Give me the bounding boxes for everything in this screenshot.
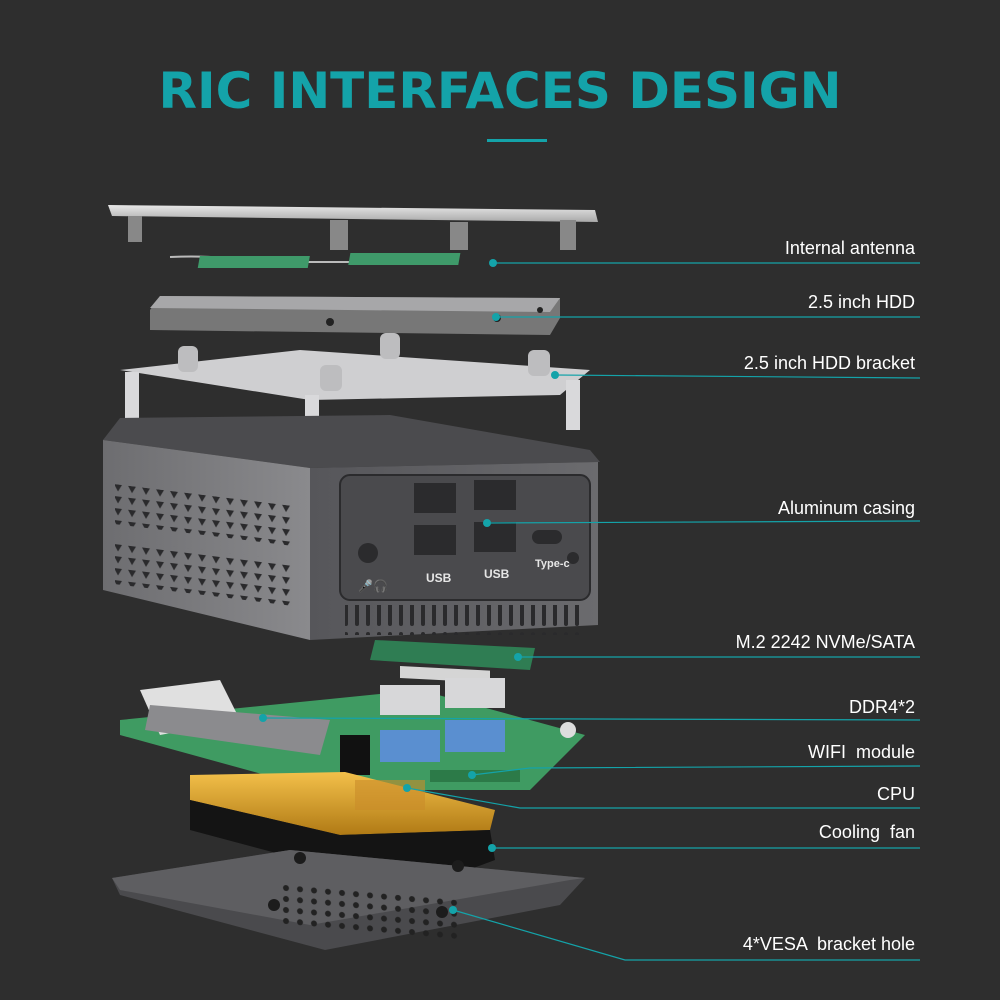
aluminum-case [103,415,600,640]
label-hdd-bracket: 2.5 inch HDD bracket [743,353,915,373]
bottom-plate [112,850,585,950]
top-lid [108,205,598,268]
leader-vesa [452,909,920,961]
title-underline [487,139,547,142]
type-c-label: Type-c [535,558,570,570]
leader-lines [262,262,921,961]
page-title: RIC INTERFACES DESIGN [158,62,842,120]
leader-dots [259,259,559,914]
hdd-drive [150,296,560,335]
leader-aluminum-casing [486,520,921,524]
cooling-fan-unit [190,772,495,873]
port-icons: 🎤🎧 USB USB Type-c [358,558,570,593]
label-aluminum-casing: Aluminum casing [777,498,915,518]
leader-cpu [406,787,920,809]
label-ddr4: DDR4*2 [848,697,915,717]
label-cooling-fan: Cooling fan [818,822,915,842]
leader-ddr4 [262,717,921,721]
motherboard [120,678,585,790]
usb-right-label: USB [484,567,510,581]
label-vesa-holes: 4*VESA bracket hole [742,934,915,954]
label-hdd: 2.5 inch HDD [807,292,915,312]
label-m2-ssd: M.2 2242 NVMe/SATA [735,632,915,652]
label-wifi-module: WIFI module [807,742,915,762]
usb-left-label: USB [426,571,452,585]
label-cpu: CPU [876,784,915,804]
headset-mic-icon: 🎤🎧 [358,578,388,593]
leader-wifi [471,765,921,776]
leader-hdd-bracket [554,374,921,379]
label-internal-antenna: Internal antenna [784,238,915,258]
m2-ssd-card [370,640,535,683]
